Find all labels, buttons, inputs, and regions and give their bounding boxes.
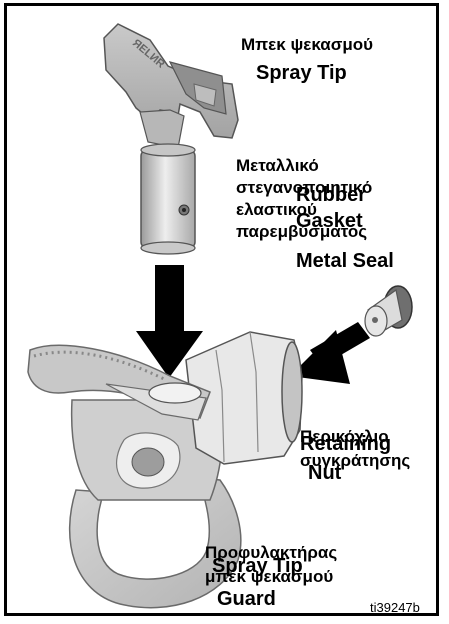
label-guard-en-2: Guard [217,588,276,610]
label-rubber-gasket-en-1: Rubber [296,184,366,206]
label-metal-seal-en: Metal Seal [296,250,394,272]
metal-seal-part [365,286,412,336]
label-metal-seal-gr-1: Μεταλλικό [236,156,319,176]
label-spray-tip-en: Spray Tip [256,62,347,84]
figure-id: ti39247b [370,600,420,615]
label-retaining-nut-en-1: Retaining [300,433,391,455]
label-guard-en-1: Spray Tip [212,555,303,577]
label-rubber-gasket-en-2: Gasket [296,210,363,232]
spray-tip-part: ЯELИR [104,24,238,254]
label-spray-tip-gr: Μπεκ ψεκασμού [241,35,373,55]
label-retaining-nut-en-2: Nut [308,462,341,484]
